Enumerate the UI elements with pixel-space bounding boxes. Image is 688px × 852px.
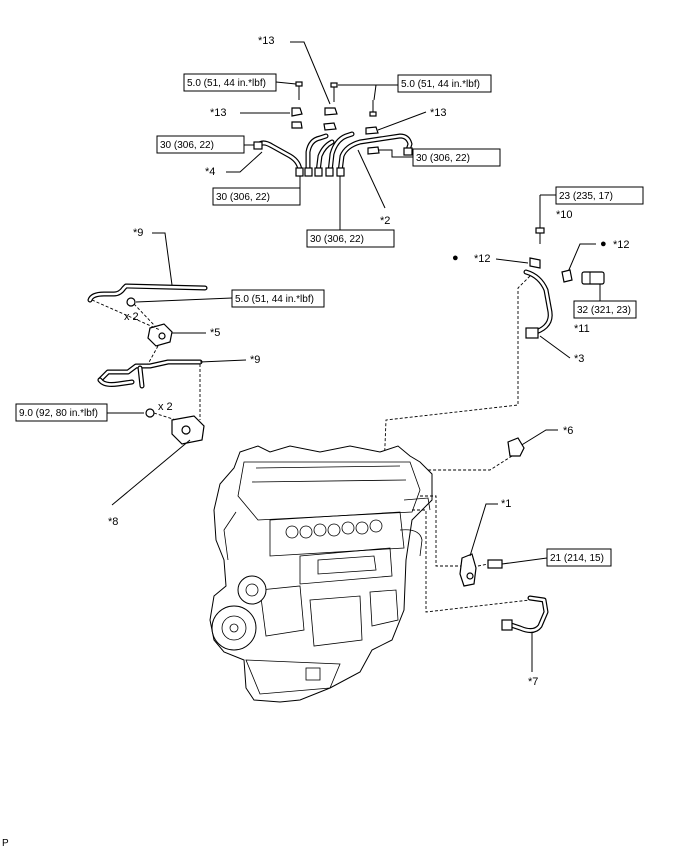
pipe-clamp-2 (324, 107, 338, 116)
gasket-right (561, 269, 573, 283)
crankshaft-pulley (211, 605, 257, 651)
callout-9-top: *9 (133, 227, 143, 239)
callout-13-left: *13 (210, 107, 227, 119)
bullet-marker-left: ● (452, 252, 459, 264)
callout-3: *3 (574, 353, 584, 365)
torque-label-union-bolt-right: 32 (321, 23) (577, 305, 631, 316)
callout-12-left: *12 (474, 253, 491, 265)
callout-13-right: *13 (430, 107, 447, 119)
cylinder-head-ports (285, 519, 383, 539)
clamp-bolt-right (369, 100, 377, 117)
torque-label-pipe-bottom: 30 (306, 22) (310, 234, 364, 245)
callout-13-top: *13 (258, 35, 275, 47)
torque-label-pipe-mid: 30 (306, 22) (216, 192, 270, 203)
torque-label-bracket-bolt-right: 21 (214, 15) (550, 553, 604, 564)
bracket-bolt (145, 408, 177, 421)
fuel-pipe-bracket (459, 553, 477, 587)
torque-label-union-bolt: 5.0 (51, 44 in.*lbf) (235, 294, 314, 305)
torque-label-clamp-bolt-left: 5.0 (51, 44 in.*lbf) (187, 78, 266, 89)
injection-pipe-no3 (315, 139, 335, 175)
injection-pipes-assembly (253, 81, 413, 177)
union-bolt-upper (126, 297, 136, 307)
callout-8: *8 (108, 516, 118, 528)
callout-11: *11 (574, 323, 590, 335)
torque-label-clamp-bolt-right: 5.0 (51, 44 in.*lbf) (401, 79, 480, 90)
fuel-pipe-no1 (523, 269, 553, 339)
injection-pipe-no4 (327, 131, 355, 175)
pipe-bolt (535, 227, 545, 244)
clamp-bolt-left (295, 81, 303, 100)
callout-2: *2 (380, 215, 390, 227)
bullet-marker-right: ● (600, 238, 607, 250)
fuel-pressure-sensor-bracket (171, 415, 205, 445)
callout-10: *10 (556, 209, 573, 221)
torque-label-bracket-bolt: 9.0 (92, 80 in.*lbf) (19, 408, 98, 419)
fuel-hose-lower (97, 359, 203, 389)
water-pump-pulley (237, 575, 267, 605)
injection-pipe-no1 (255, 140, 303, 175)
fuel-hose-upper (87, 283, 208, 303)
torque-label-pipe-bolt: 23 (235, 17) (559, 191, 613, 202)
fuel-pipe-no2 (501, 595, 549, 634)
injection-pipe-no2 (305, 133, 329, 175)
callout-1: *1 (501, 498, 511, 510)
pipe-clamp-4 (323, 122, 337, 131)
callout-9-mid: *9 (250, 354, 260, 366)
pipe-clamp-1 (291, 107, 303, 117)
pipe-clamp-3 (291, 121, 303, 129)
callout-6: *6 (563, 425, 573, 437)
pipe-clamp-5 (365, 126, 379, 135)
pipe-clamp-6 (367, 146, 380, 155)
torque-label-pipe-right: 30 (306, 22) (416, 153, 470, 164)
clamp-bolt-mid (330, 82, 338, 102)
callout-4: *4 (205, 166, 215, 178)
union-bolt-right (581, 271, 605, 285)
fuel-delivery-pipe (337, 133, 413, 175)
engine-assembly (209, 445, 433, 703)
fuel-pressure-sensor (507, 437, 525, 457)
torque-label-pipe-left: 30 (306, 22) (160, 140, 214, 151)
gasket-left (529, 257, 541, 269)
figure-code: P (2, 838, 9, 849)
bracket-bolt-right (487, 559, 503, 569)
qty-x2-lower: x 2 (158, 401, 173, 413)
callout-7: *7 (528, 676, 538, 688)
vacuum-switching-valve (147, 323, 173, 347)
callout-5: *5 (210, 327, 220, 339)
callout-12-right: *12 (613, 239, 630, 251)
